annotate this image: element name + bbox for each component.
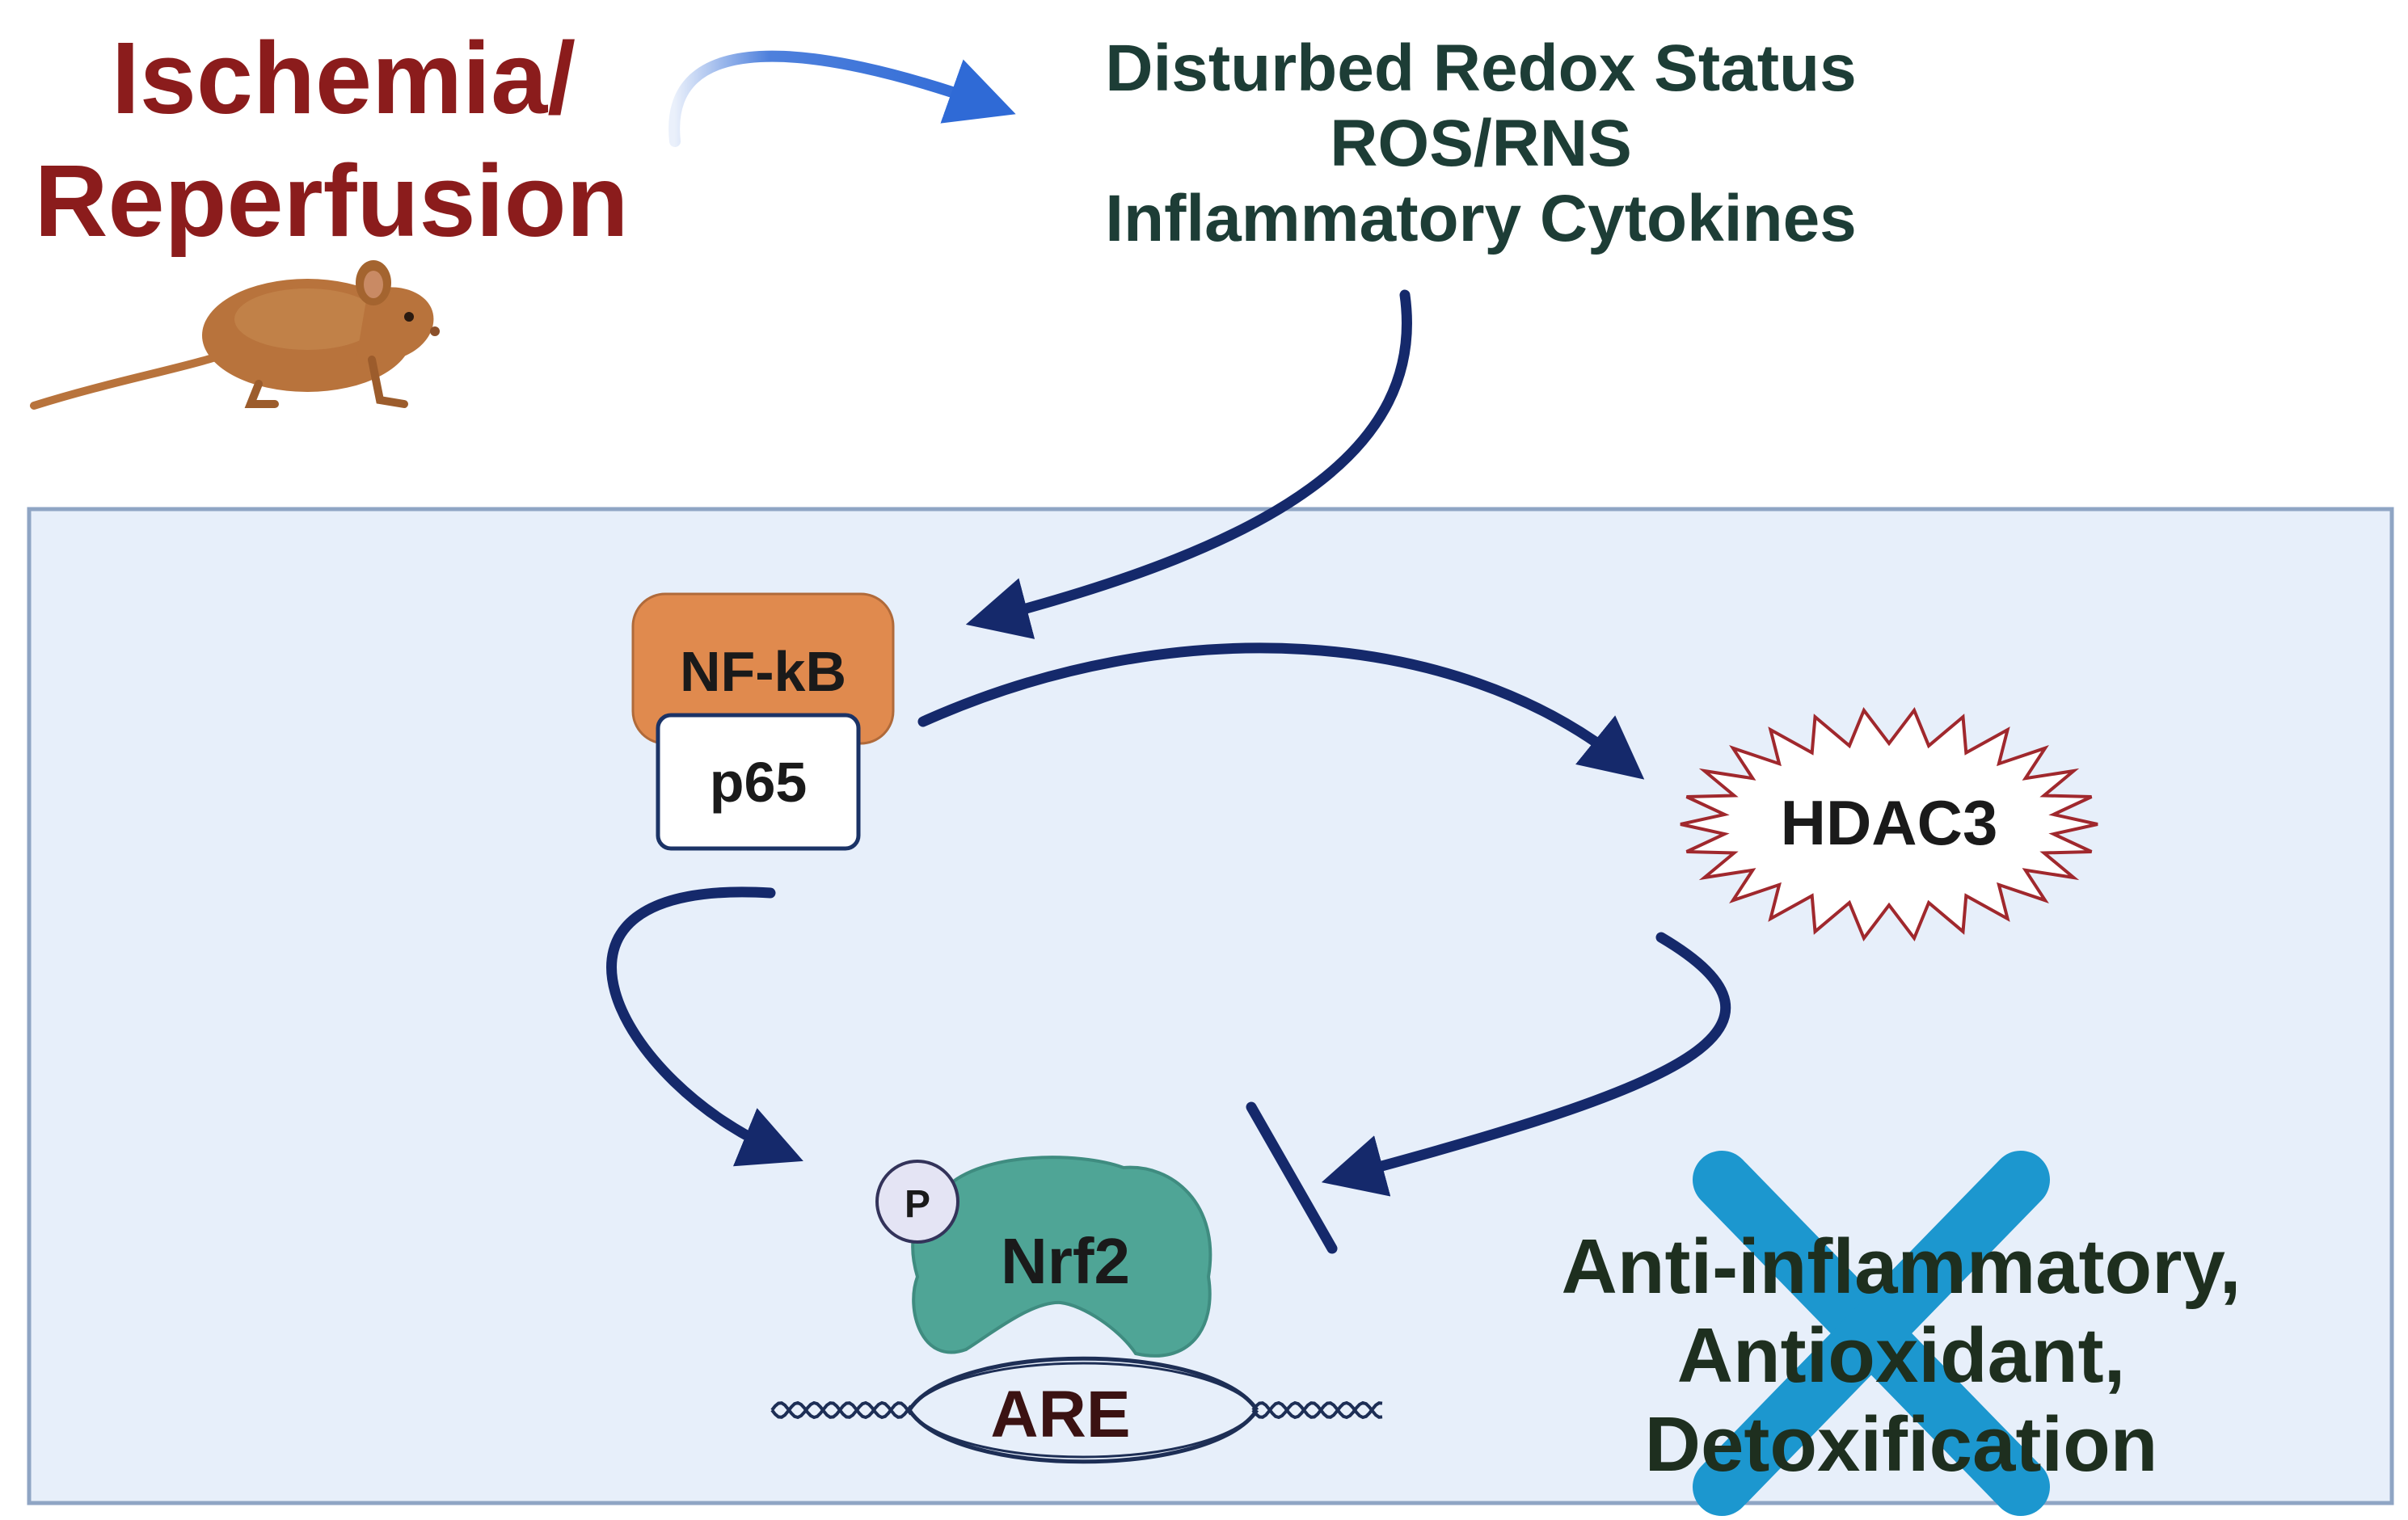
phospho-circle bbox=[875, 1160, 959, 1244]
outcome-detoxification: Detoxification bbox=[1645, 1401, 2158, 1488]
nfkb-to-nrf2-arrow bbox=[606, 886, 803, 1167]
ir-to-stimuli-arrow bbox=[668, 50, 1016, 147]
hdac3-to-nrf2-arrow bbox=[1321, 932, 1731, 1197]
stimuli-to-nfkb-arrow bbox=[965, 289, 1412, 639]
stimulus-cytokines: Inflammatory Cytokines bbox=[1105, 182, 1857, 255]
inhibition-bar bbox=[1246, 1101, 1338, 1254]
phospho-label: P bbox=[905, 1183, 930, 1226]
nfkb-label: NF-kB bbox=[680, 640, 846, 703]
nfkb-to-hdac3-arrow bbox=[917, 642, 1645, 780]
nrf2-node: Nrf2 bbox=[911, 1156, 1212, 1358]
nrf2-protein bbox=[911, 1156, 1212, 1358]
p65-label: p65 bbox=[710, 751, 808, 814]
title-line-2: Reperfusion bbox=[34, 144, 628, 258]
hdac3-label: HDAC3 bbox=[1781, 787, 1998, 858]
cell-panel bbox=[27, 507, 2394, 1505]
hdac3-burst bbox=[1680, 707, 2098, 941]
nfkb-p65-complex: NF-kB p65 bbox=[631, 592, 895, 851]
dna-icon bbox=[770, 1356, 1383, 1464]
stimulus-redox: Disturbed Redox Status bbox=[1105, 32, 1856, 105]
p65-box bbox=[656, 713, 861, 851]
nrf2-label: Nrf2 bbox=[1001, 1225, 1130, 1297]
stimulus-ros-rns: ROS/RNS bbox=[1330, 107, 1632, 180]
cross-icon bbox=[1693, 1151, 2050, 1516]
rat-icon bbox=[30, 260, 440, 410]
hdac3-node: HDAC3 bbox=[1680, 707, 2098, 941]
title-line-1: Ischemia/ bbox=[112, 21, 576, 135]
are-label: ARE bbox=[990, 1378, 1130, 1451]
outcome-antioxidant: Antioxidant, bbox=[1677, 1312, 2126, 1399]
outcome-anti-inflammatory: Anti-inflammatory, bbox=[1562, 1223, 2241, 1310]
